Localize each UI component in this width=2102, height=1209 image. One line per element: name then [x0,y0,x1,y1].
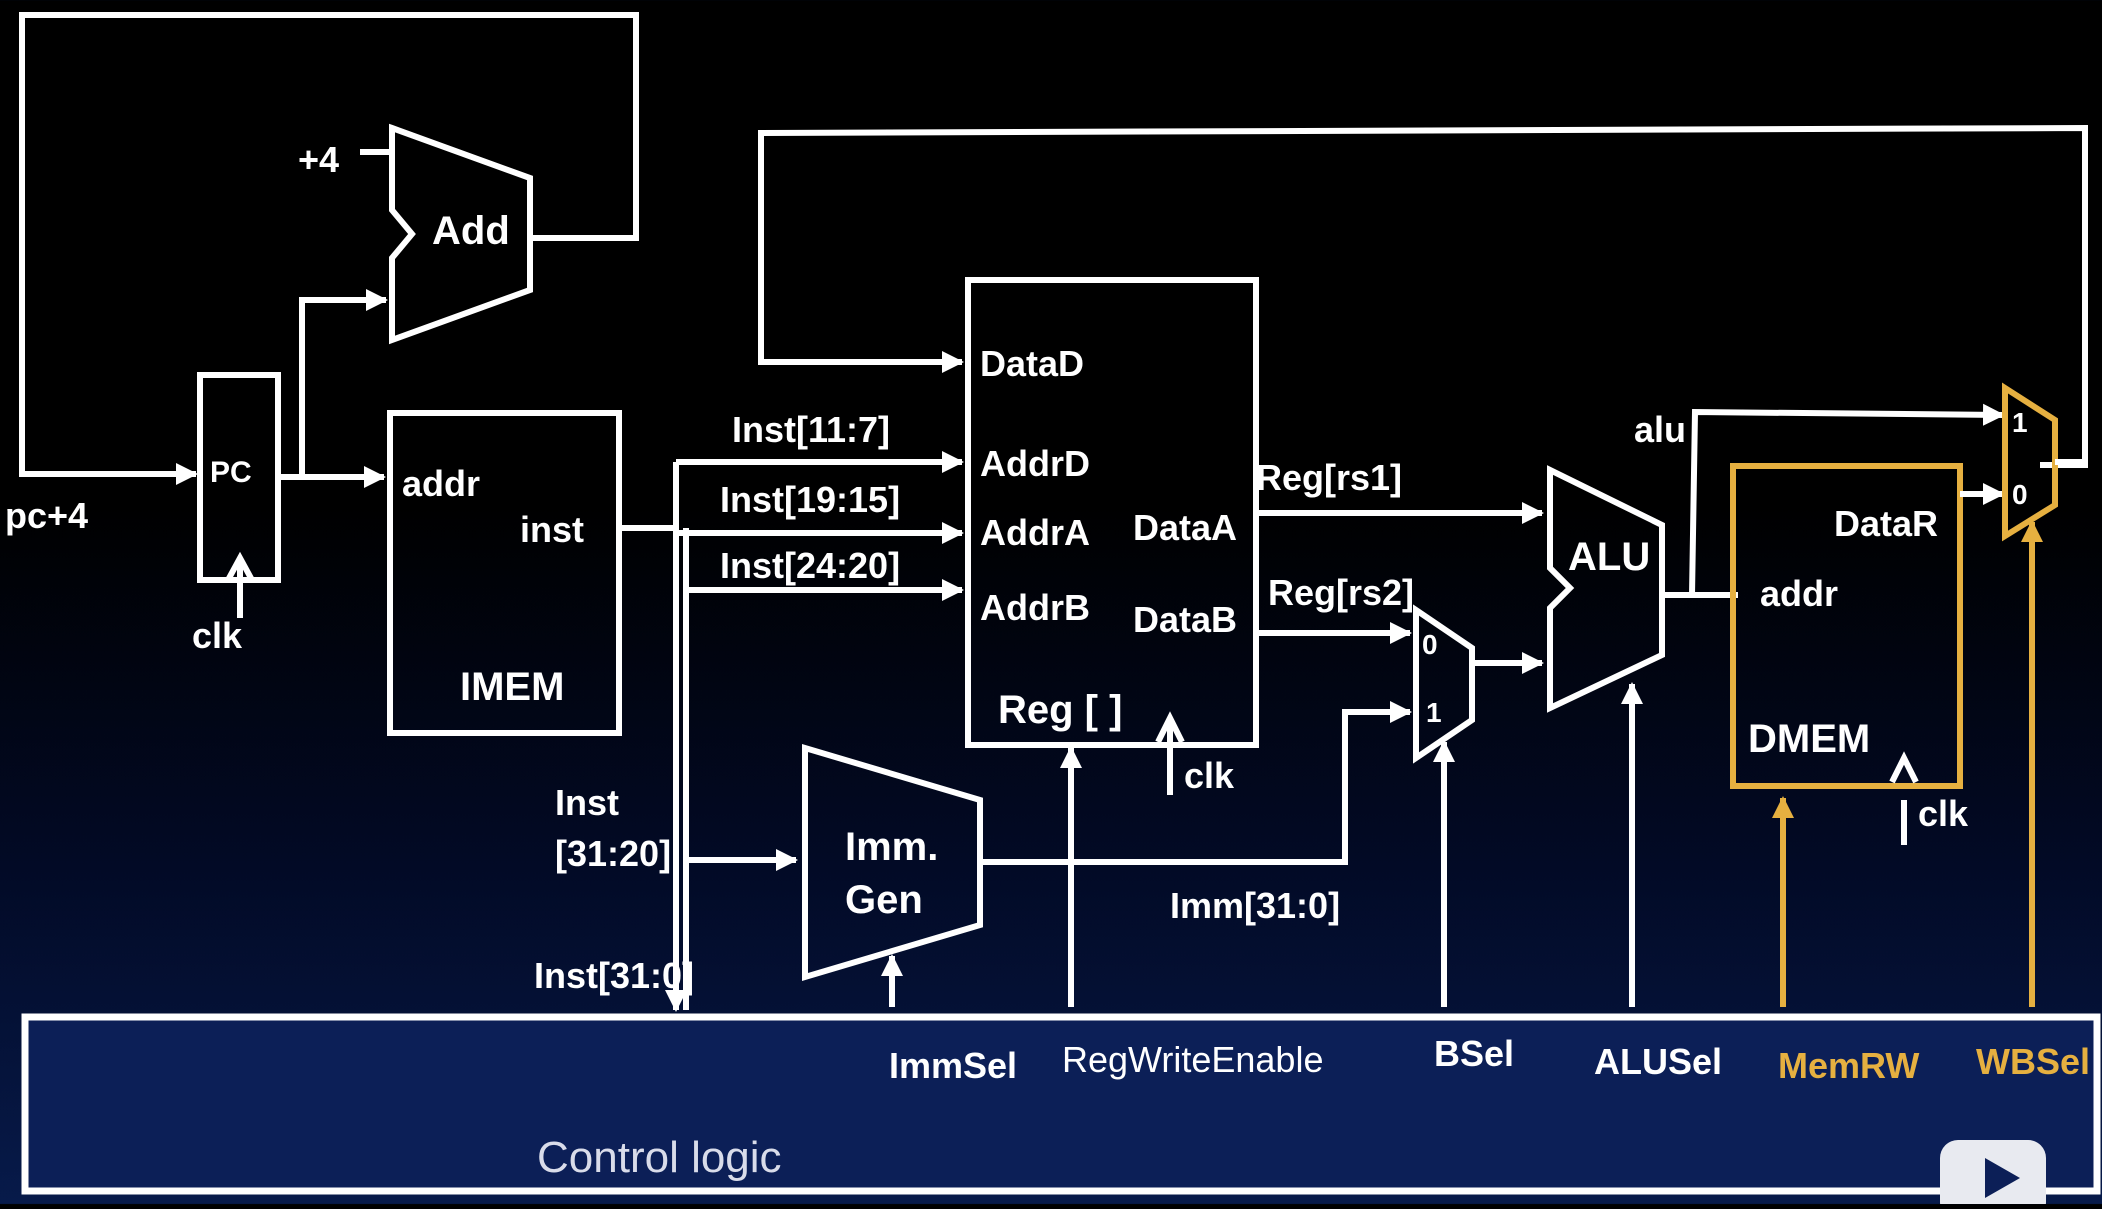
alu-to-wbmux-wire [1689,403,2005,596]
imm-out-wire [980,701,1412,865]
pc-plus4-label: pc+4 [5,495,88,536]
bsel-mux [1413,604,1475,764]
alusel-label: ALUSel [1594,1041,1722,1082]
dmem-addr-label: addr [1760,573,1838,614]
wbmux-1-label: 1 [2012,407,2028,438]
reg-label: Reg [ ] [998,688,1122,732]
dmem-block [1730,463,1963,789]
pc-plus4-wire [19,12,639,485]
imem-addr-label: addr [402,463,480,504]
imem-inst-label: inst [520,509,584,550]
plus4-label: +4 [298,139,339,180]
wbmux-0-label: 0 [2012,479,2028,510]
wbsel-label: WBSel [1976,1041,2090,1082]
imem-label: IMEM [460,665,564,709]
reg-dataD-label: DataD [980,343,1084,384]
inst-31-0-label: Inst[31:0] [534,955,694,996]
imm-gen-label-b: Gen [845,878,923,922]
imm-gen-label-a: Imm. [845,825,938,869]
reg-addrA-label: AddrA [980,512,1090,553]
pc-clk-label: clk [192,615,243,656]
wbsel-mux [2002,382,2058,542]
pc-label: PC [210,456,252,489]
reg-addrB-label: AddrB [980,587,1090,628]
reg-addrD-label: AddrD [980,443,1090,484]
play-logo-icon [1940,1140,2046,1209]
bmux-1-label: 1 [1426,697,1442,728]
dmem-clk-label: clk [1918,793,1969,834]
imm-31-0-label: Imm[31:0] [1170,885,1340,926]
dmem-clk-triangle [1889,751,1919,784]
inst-11-7-label: Inst[11:7] [732,409,890,450]
bsel-label: BSel [1434,1033,1514,1074]
reg-rs1-label: Reg[rs1] [1256,457,1402,498]
alu-unit [1547,465,1665,713]
dmem-label: DMEM [1748,717,1870,761]
immsel-label: ImmSel [889,1045,1017,1086]
bmux-0-label: 0 [1422,629,1438,660]
control-logic-box [21,1013,2101,1195]
pc-to-add-wire [299,289,388,477]
alu-label: ALU [1568,535,1650,579]
imem-block [387,410,622,736]
add-unit [389,123,533,345]
imm-gen-unit [802,743,983,982]
inst-24-20-label: Inst[24:20] [720,545,900,586]
memrw-label: MemRW [1778,1045,1919,1086]
regwriteenable-label: RegWriteEnable [1062,1039,1323,1080]
inst-31-20-label-a: Inst [555,782,619,823]
control-logic-label: Control logic [537,1133,782,1182]
reg-rs2-label: Reg[rs2] [1268,572,1414,613]
reg-clk-label: clk [1184,755,1235,796]
alu-out-label: alu [1634,409,1686,450]
inst-31-20-label-b: [31:20] [555,833,671,874]
add-label: Add [432,209,510,253]
reg-dataB-label: DataB [1133,599,1237,640]
inst-19-15-label: Inst[19:15] [720,479,900,520]
dmem-dataR-label: DataR [1834,503,1938,544]
reg-dataA-label: DataA [1133,507,1237,548]
